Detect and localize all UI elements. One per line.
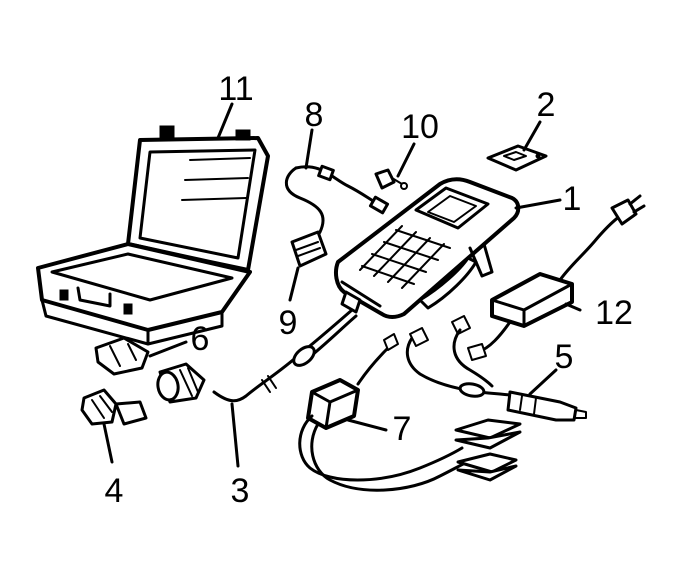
small-plug xyxy=(374,168,408,190)
carrying-case xyxy=(36,125,270,346)
callout-11: 11 xyxy=(218,70,253,108)
hand-held-tester xyxy=(334,177,521,319)
callout-7: 7 xyxy=(393,410,412,448)
callout-9: 9 xyxy=(279,304,298,342)
adapter-6 xyxy=(94,336,150,376)
memory-cartridge xyxy=(486,144,548,172)
callout-10: 10 xyxy=(401,108,439,146)
callout-3: 3 xyxy=(231,472,250,510)
callout-6: 6 xyxy=(191,320,210,358)
callout-4: 4 xyxy=(105,472,124,510)
callout-1: 1 xyxy=(563,180,582,218)
callout-12: 12 xyxy=(595,294,633,332)
leader-lines xyxy=(102,102,582,468)
ac-adapter xyxy=(467,194,646,361)
callout-8: 8 xyxy=(305,96,324,134)
main-cable xyxy=(156,308,358,404)
serial-cable xyxy=(284,164,390,268)
adapter-4 xyxy=(80,388,148,426)
callout-5: 5 xyxy=(555,338,574,376)
callout-2: 2 xyxy=(537,86,556,124)
lighter-cable xyxy=(405,315,587,422)
battery-cable xyxy=(298,333,522,492)
